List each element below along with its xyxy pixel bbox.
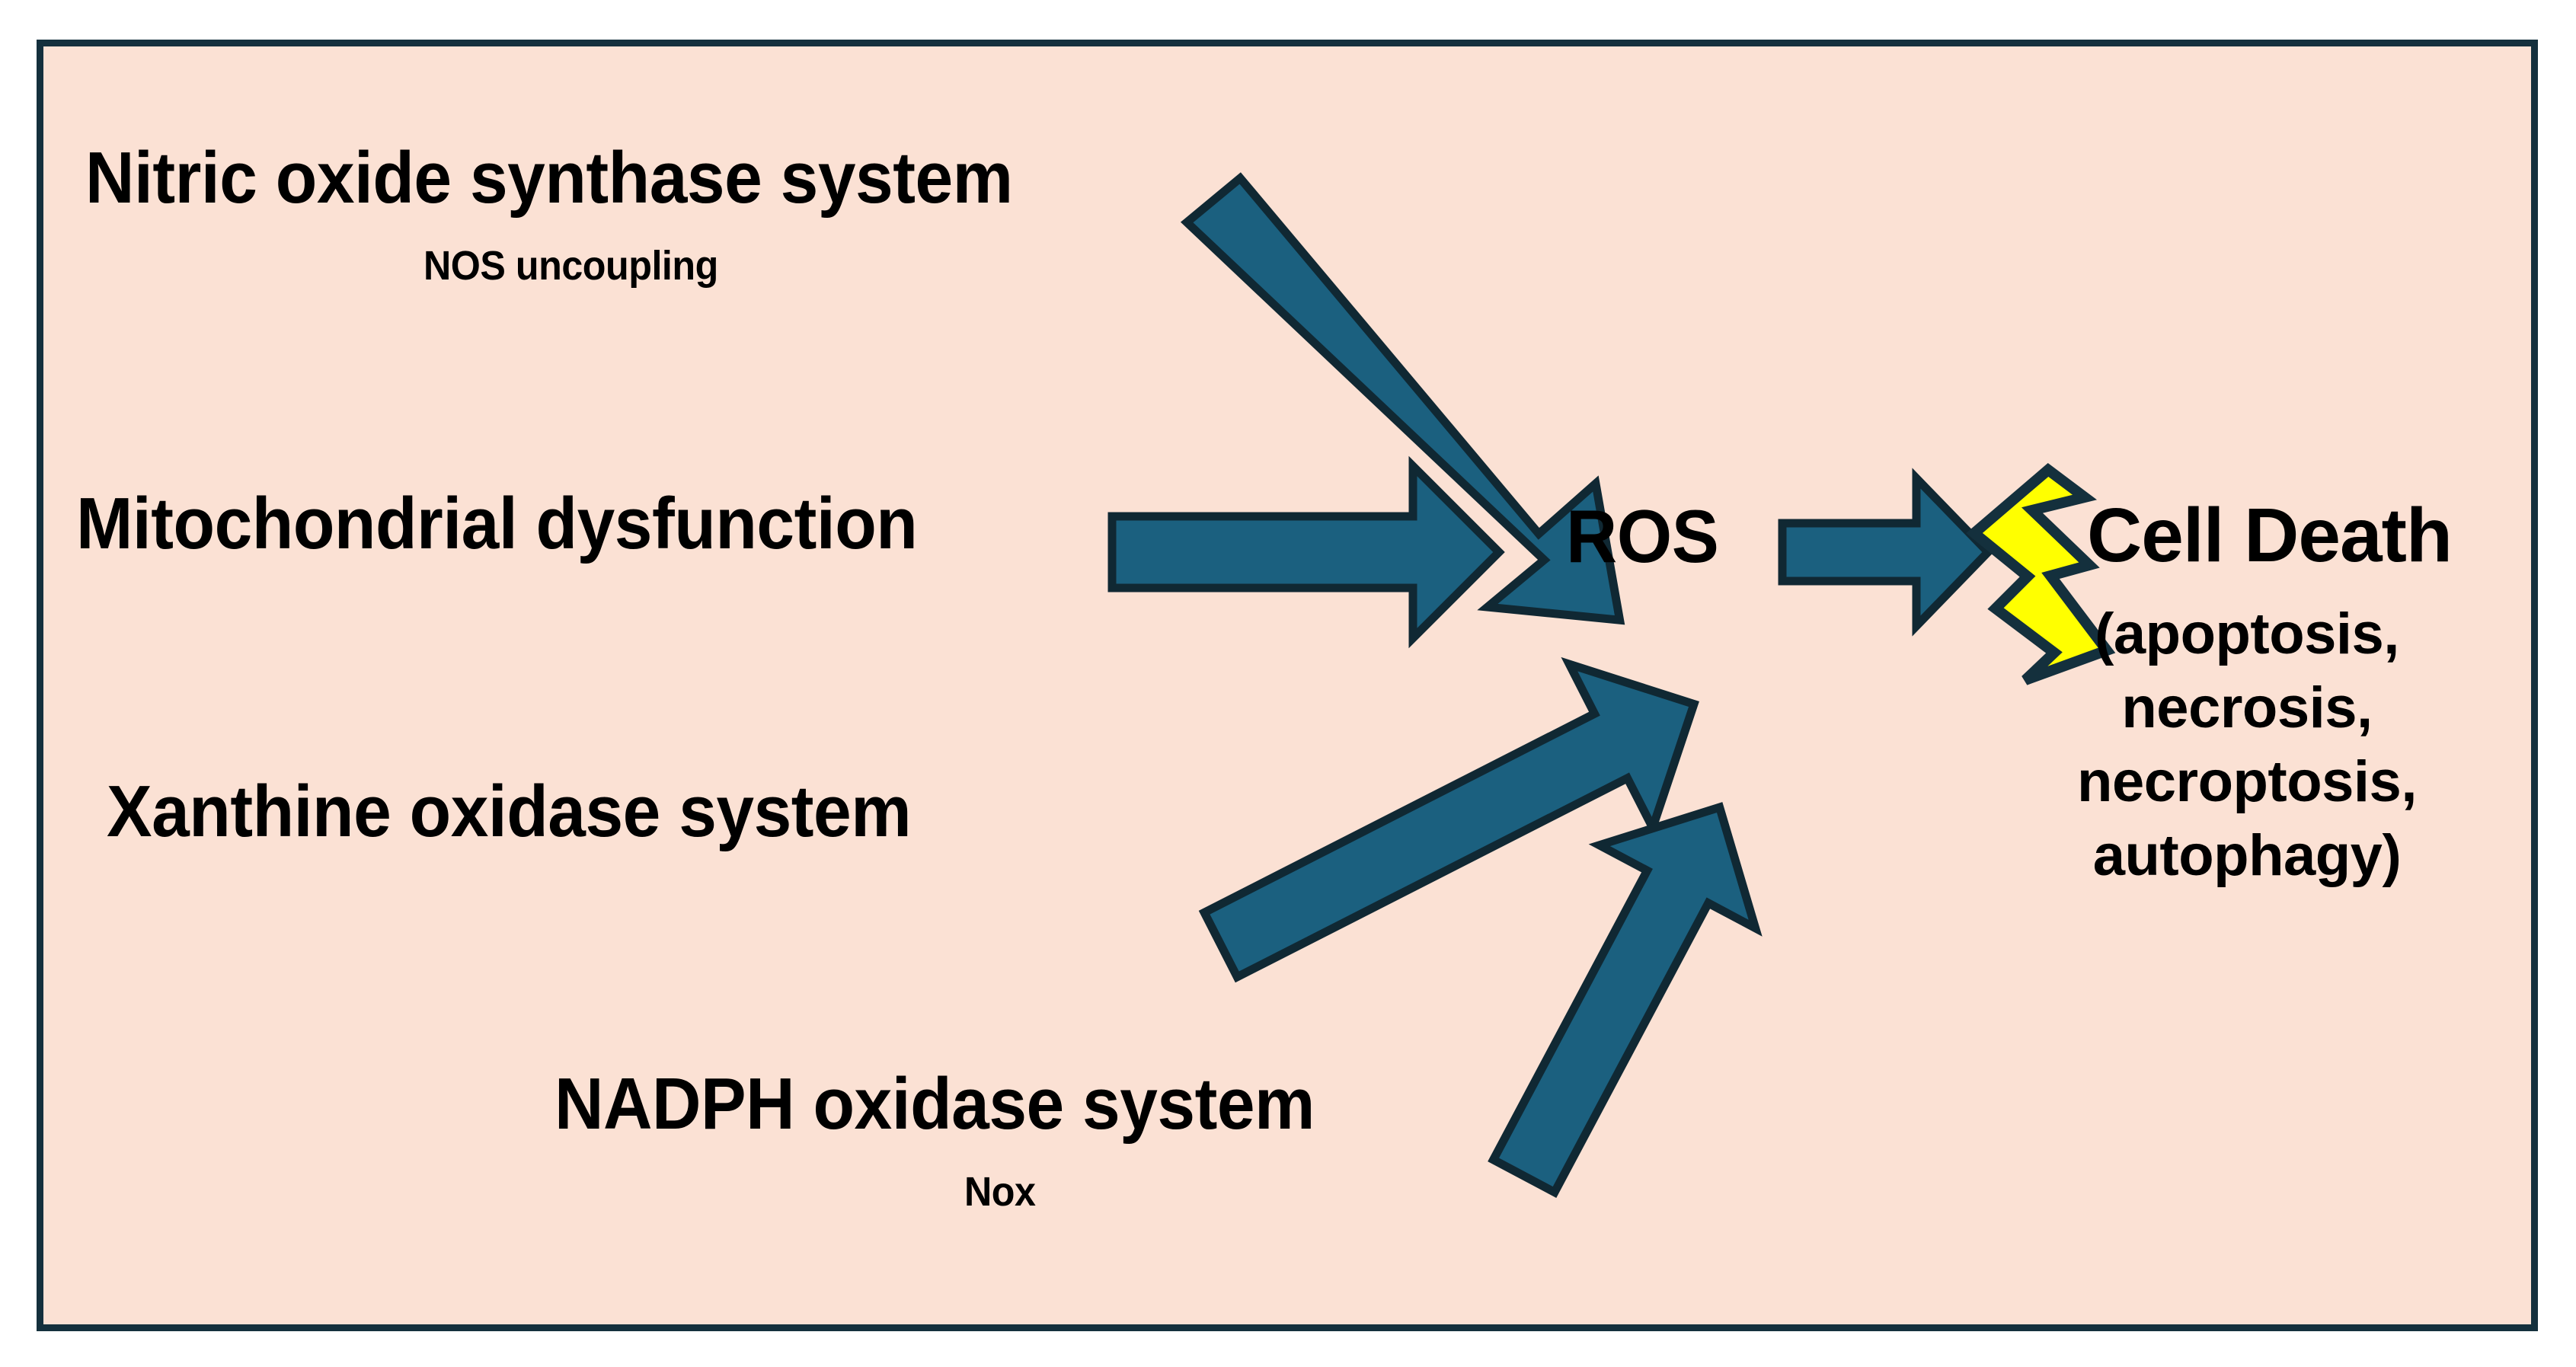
source-label-xanthine: Xanthine oxidase system bbox=[107, 771, 912, 852]
source-label-nadph: NADPH oxidase system bbox=[555, 1063, 1315, 1145]
source-label-nos: Nitric oxide synthase system bbox=[85, 137, 1013, 219]
source-sublabel-nox: Nox bbox=[964, 1169, 1036, 1215]
outcome-mode-autophagy: autophagy) bbox=[2092, 823, 2402, 888]
outcome-mode-necroptosis: necroptosis, bbox=[2077, 749, 2417, 814]
source-label-mitochondrial: Mitochondrial dysfunction bbox=[76, 483, 918, 564]
outcome-mode-apoptosis: (apoptosis, bbox=[2095, 602, 2399, 666]
outcome-label-cell-death: Cell Death bbox=[2087, 493, 2453, 578]
outcome-mode-necrosis: necrosis, bbox=[2121, 676, 2373, 740]
center-label-ros: ROS bbox=[1566, 494, 1719, 578]
source-sublabel-nos: NOS uncoupling bbox=[423, 243, 718, 289]
